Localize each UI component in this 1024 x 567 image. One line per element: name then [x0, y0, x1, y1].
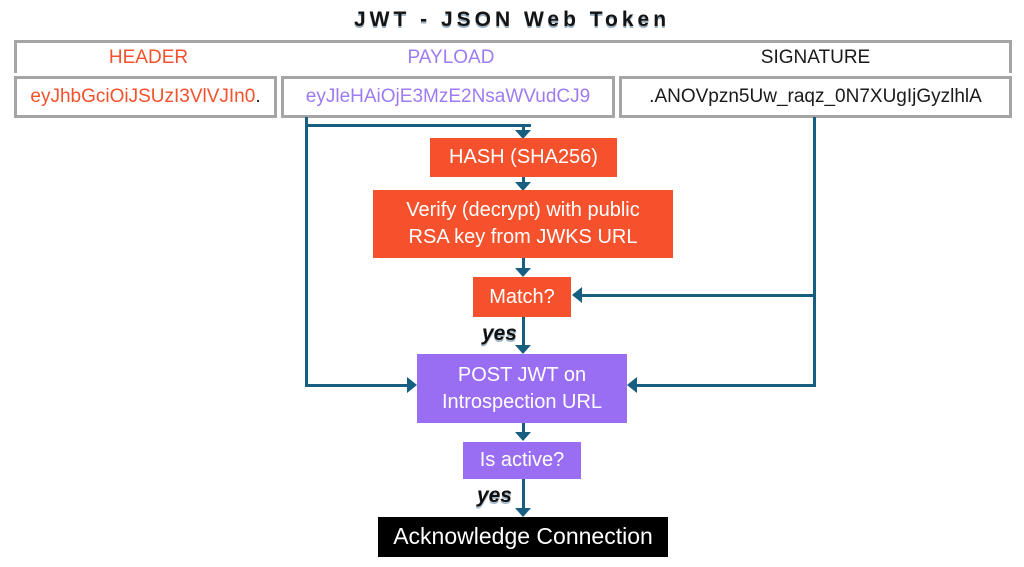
- match-decision-label: Match?: [489, 285, 555, 308]
- token-separator-dot: .: [649, 86, 655, 107]
- header-label: HEADER: [108, 47, 189, 68]
- arrowhead-into-match-top: [515, 268, 531, 277]
- header-token-text: eyJhbGciOiJSUzI3VlVJIn0: [30, 86, 256, 107]
- payload-token-text: eyJleHAiOjE3MzE2NsaWVudCJ9: [305, 86, 591, 107]
- verify-step-line2: RSA key from JWKS URL: [408, 226, 638, 248]
- arrowhead-into-hash: [515, 130, 531, 139]
- payload-token-box: eyJleHAiOjE3MzE2NsaWVudCJ9: [281, 76, 615, 118]
- page-title: JWT - JSON Web Token: [353, 8, 671, 31]
- connector-verify-to-match: [522, 258, 525, 269]
- acknowledge-connection-box: Acknowledge Connection: [378, 517, 668, 557]
- arrowhead-into-verify: [515, 182, 531, 191]
- post-jwt-line1: POST JWT on: [457, 363, 587, 386]
- connector-left-to-post: [305, 384, 408, 387]
- acknowledge-connection-label: Acknowledge Connection: [393, 523, 653, 550]
- arrowhead-into-isactive: [515, 432, 531, 441]
- post-jwt-line2: Introspection URL: [441, 390, 603, 413]
- connector-match-to-post: [522, 317, 525, 346]
- token-section-label-bar: HEADER PAYLOAD SIGNATURE: [14, 40, 1012, 73]
- connector-payload-to-hash: [305, 124, 531, 127]
- verify-step-box: Verify (decrypt) with public RSA key fro…: [373, 190, 673, 258]
- connector-hash-to-verify: [522, 177, 525, 183]
- connector-hash-stub: [522, 124, 525, 132]
- arrowhead-into-match: [572, 287, 582, 303]
- arrowhead-into-post-top: [515, 345, 531, 354]
- connector-post-to-isactive: [522, 423, 525, 433]
- verify-step-line1: Verify (decrypt) with public: [406, 199, 640, 221]
- match-decision-box: Match?: [473, 277, 571, 317]
- is-active-label: Is active?: [479, 449, 565, 471]
- connector-signature-drop: [813, 117, 816, 387]
- connector-payload-drop: [305, 117, 308, 387]
- connector-isactive-to-ack: [522, 479, 525, 509]
- payload-label: PAYLOAD: [407, 47, 495, 68]
- arrowhead-into-post-right: [627, 377, 637, 393]
- post-jwt-step-box: POST JWT on Introspection URL: [417, 354, 627, 423]
- token-separator-dot: .: [255, 86, 261, 107]
- arrowhead-into-post-left: [407, 377, 417, 393]
- arrowhead-into-ack: [515, 508, 531, 517]
- connector-signature-to-match: [582, 294, 816, 297]
- is-active-decision-box: Is active?: [463, 442, 581, 479]
- header-token-box: eyJhbGciOiJSUzI3VlVJIn0.: [14, 76, 277, 118]
- hash-step-label: HASH (SHA256): [449, 146, 598, 168]
- signature-token-text: ANOVpzn5Uw_raqz_0N7XUgIjGyzlhlA: [654, 86, 982, 107]
- signature-label: SIGNATURE: [760, 47, 871, 68]
- yes-label-active: yes: [476, 484, 512, 507]
- connector-signature-to-post: [637, 384, 816, 387]
- yes-label-match: yes: [481, 322, 517, 345]
- hash-step-box: HASH (SHA256): [430, 138, 617, 177]
- signature-token-box: .ANOVpzn5Uw_raqz_0N7XUgIjGyzlhlA: [619, 76, 1012, 118]
